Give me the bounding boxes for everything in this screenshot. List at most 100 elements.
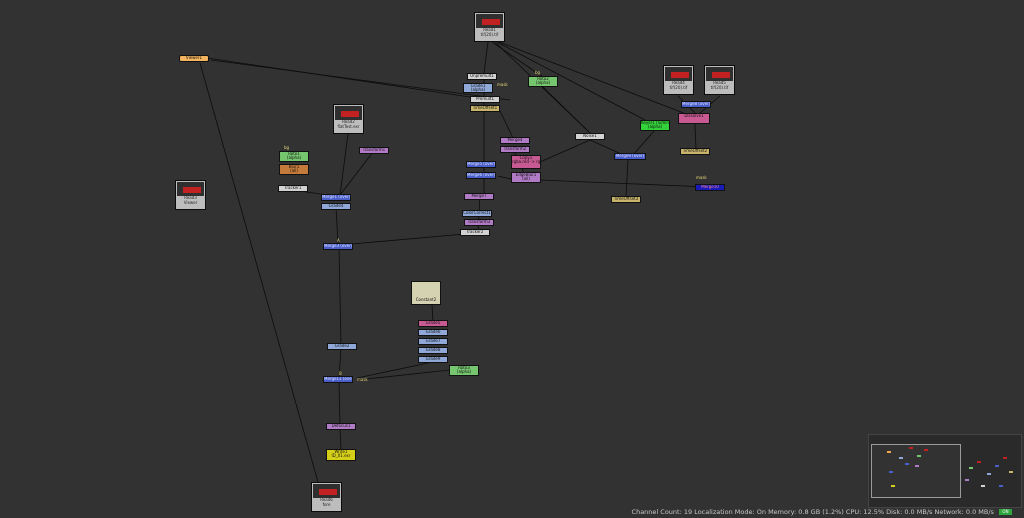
edge-label-bg: bg <box>535 70 541 75</box>
node-sublabel: (alpha) <box>535 80 551 85</box>
minimap-node <box>981 485 985 487</box>
merge3-node[interactable]: Merge3 (over) <box>323 243 353 250</box>
viewer-node[interactable]: Viewer1 <box>179 55 209 62</box>
minimap-node <box>889 471 893 473</box>
transform2-node[interactable]: Transform2 <box>500 146 530 153</box>
merge4-node[interactable]: Merge4 <box>500 137 530 144</box>
node-sublabel: (all) <box>522 176 530 181</box>
read-node-right-2[interactable]: Read5 tif(20).tif <box>704 65 735 95</box>
blur-node[interactable]: Blur1(all) <box>279 164 309 175</box>
error-badge <box>712 72 730 78</box>
thumbnail <box>706 67 733 81</box>
disk-usage: Disk: 0.0 MB/s <box>886 508 933 516</box>
node-label: Premult1 <box>475 96 494 101</box>
grade8-node[interactable]: Grade8 <box>418 347 448 354</box>
node-label: Grade7 <box>425 338 441 343</box>
minimap-node <box>891 485 895 487</box>
localization-mode: Localization Mode: On <box>694 508 766 516</box>
grade2-node[interactable]: Grade2 <box>327 343 357 350</box>
grade4-node[interactable]: Grade4 <box>321 203 351 210</box>
premult-node[interactable]: Premult1 <box>470 96 500 103</box>
status-indicator[interactable]: ON <box>999 509 1012 515</box>
error-badge <box>482 19 500 25</box>
minimap-node <box>1009 471 1013 473</box>
edge-label-mask: mask <box>696 175 707 180</box>
node-label: Noise1 <box>583 133 597 138</box>
grade9-node[interactable]: Grade9 <box>418 356 448 363</box>
node-label: Merge1 (over) <box>322 194 351 199</box>
node-label: Transform3 <box>467 219 491 224</box>
merge11-node[interactable]: Merge11 (over) <box>323 376 353 383</box>
minimap-node <box>909 447 913 449</box>
merge9-node[interactable]: Merge9 (over) <box>614 153 646 160</box>
minimap[interactable] <box>868 434 1022 508</box>
grade6-node[interactable]: Grade6 <box>418 329 448 336</box>
node-label: Merge5 (over) <box>467 161 496 166</box>
node-label: Grade2 <box>334 343 350 348</box>
minimap-node <box>905 463 909 465</box>
noise-node[interactable]: Noise1 <box>575 133 605 140</box>
thumbnail <box>476 14 503 28</box>
merge10-node[interactable]: Merge10 <box>695 184 725 191</box>
constant-node[interactable]: Constant2 <box>411 281 441 305</box>
node-label: Merge3 (over) <box>324 243 353 248</box>
minimap-viewport[interactable] <box>871 444 961 498</box>
merge8-node[interactable]: Merge8 (over) <box>681 101 711 108</box>
grade5-node[interactable]: Grade5 <box>418 320 448 327</box>
keyer-node[interactable]: Keyer1 (luminance)(alpha) <box>640 120 670 131</box>
read-node-mid[interactable]: Read2 flatTest.exr <box>333 104 364 134</box>
minimap-node <box>977 461 981 463</box>
minimap-node <box>987 473 991 475</box>
timeoffset3-node[interactable]: TimeOffset3 <box>611 196 641 203</box>
transform3-node[interactable]: Transform3 <box>464 219 494 226</box>
merge6-node[interactable]: Merge6 (over) <box>466 172 496 179</box>
node-label: TimeOffset2 <box>682 148 708 153</box>
defocus-node[interactable]: Defocus1 <box>326 423 356 430</box>
timeoffset-node[interactable]: TimeOffset1 <box>470 105 500 112</box>
read-node-left[interactable]: Read3 Viewer <box>175 180 206 210</box>
read-node-bottom[interactable]: Read6 fore <box>311 482 342 512</box>
node-label: Tracker1 <box>284 185 302 190</box>
merge1-node[interactable]: Merge1 (over) <box>321 194 351 201</box>
edge-label-mask: mask <box>357 377 368 382</box>
node-label: TimeOffset1 <box>472 105 498 110</box>
merge7-node[interactable]: Merge7 <box>464 193 494 200</box>
node-label: Merge8 (over) <box>682 101 711 106</box>
colorcorrect-node[interactable]: ColorCorrect1 <box>462 210 492 217</box>
node-label: Read6 <box>320 497 333 502</box>
minimap-node <box>999 485 1003 487</box>
error-badge <box>341 111 359 117</box>
tracker1-node[interactable]: Tracker1 <box>278 185 308 192</box>
node-label: Transform2 <box>503 146 527 151</box>
read-node-right-1[interactable]: Read4 tif(20).tif <box>663 65 694 95</box>
node-label: Merge7 <box>471 193 487 198</box>
merge5-node[interactable]: Merge5 (over) <box>466 161 496 168</box>
node-label: Copy1 <box>519 155 533 160</box>
grade7-node[interactable]: Grade7 <box>418 338 448 345</box>
roto2-node[interactable]: Roto2(alpha) <box>528 76 558 87</box>
unpremult-node[interactable]: Unpremult1 <box>467 73 497 80</box>
node-label: Tracker2 <box>466 229 484 234</box>
edgeblur-node[interactable]: EdgeBlur1(all) <box>511 172 541 183</box>
node-label: Defocus1 <box>331 423 351 428</box>
node-label: Merge4 <box>507 137 523 142</box>
minimap-node <box>899 457 903 459</box>
dissolve-node[interactable]: Dissolve1 <box>678 113 710 124</box>
roto3-node[interactable]: Roto3(alpha) <box>449 365 479 376</box>
node-sublabel: fore <box>322 502 331 507</box>
node-sublabel: Viewer <box>183 200 198 205</box>
node-sublabel: tif(20).tif <box>710 85 729 90</box>
timeoffset2-node[interactable]: TimeOffset2 <box>680 148 710 155</box>
node-label: Grade4 <box>328 203 344 208</box>
roto1-node[interactable]: Roto1(alpha) <box>279 151 309 162</box>
transform1-node[interactable]: Transform1 <box>359 147 389 154</box>
read-node-top[interactable]: Read1 tif(20).tif <box>474 12 505 42</box>
node-label: Read3 <box>184 195 197 200</box>
tracker2-node[interactable]: Tracker2 <box>460 229 490 236</box>
grade-node[interactable]: Grade1(alpha) <box>463 83 493 93</box>
status-bar: Channel Count: 19 Localization Mode: On … <box>632 508 1012 516</box>
node-sublabel: (alpha) <box>470 87 486 92</box>
